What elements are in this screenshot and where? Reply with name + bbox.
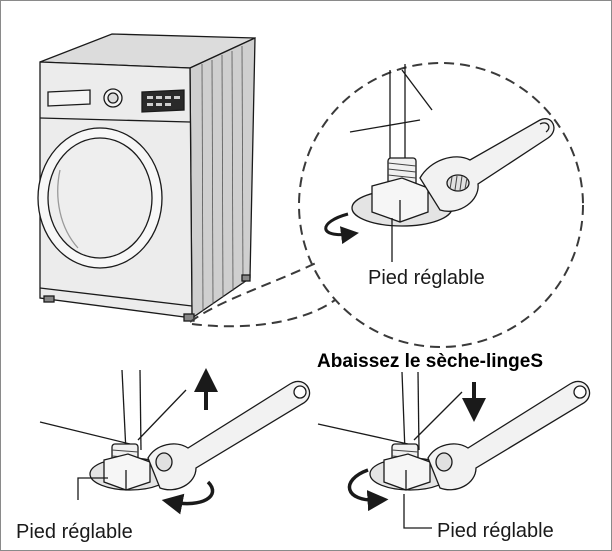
adjustable-foot-label-left: Pied réglable bbox=[16, 521, 133, 543]
dryer-machine bbox=[37, 33, 256, 322]
rotate-counterclockwise-arrow bbox=[347, 468, 389, 512]
lower-detail bbox=[317, 371, 591, 529]
zoom-callout bbox=[189, 62, 584, 348]
rotate-clockwise-arrow bbox=[161, 480, 215, 515]
adjustable-foot-label-right: Pied réglable bbox=[437, 520, 554, 542]
adjustable-foot-label-zoom: Pied réglable bbox=[368, 267, 485, 289]
lower-dryer-label: Abaissez le sèche-lingeS bbox=[317, 351, 543, 372]
rotate-counterclockwise-arrow-zoom bbox=[324, 212, 359, 245]
raise-detail bbox=[39, 369, 311, 500]
zoom-foot-detail bbox=[349, 64, 555, 262]
